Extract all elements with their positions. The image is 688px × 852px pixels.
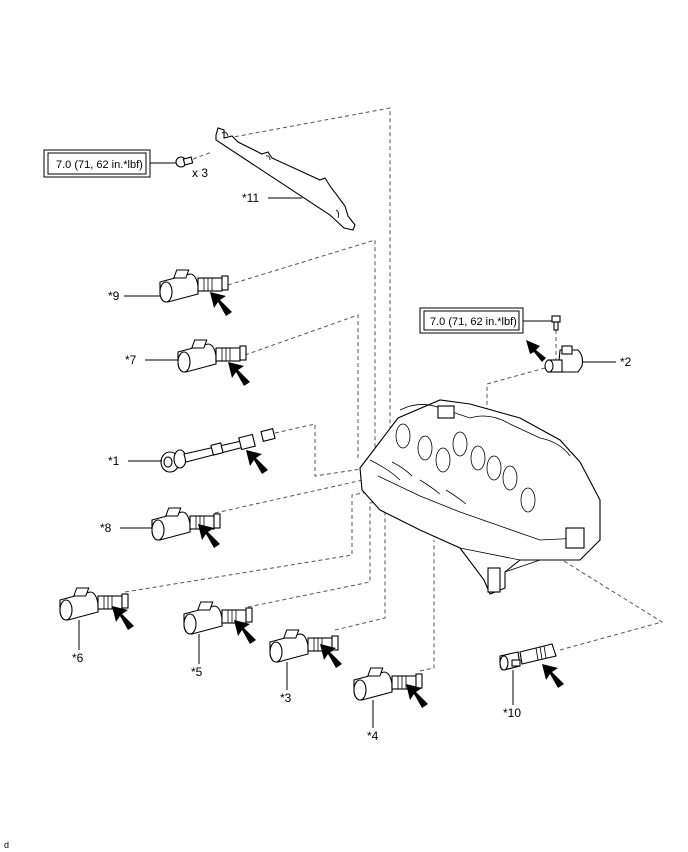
guide-line-part-7 — [244, 314, 359, 458]
callout-part-10: *10 — [503, 706, 521, 720]
callout-part-2: *2 — [620, 355, 632, 369]
solenoid-part-4 — [353, 667, 423, 701]
bracket-bolt-icon — [175, 151, 213, 168]
guide-line-part-6 — [124, 489, 381, 593]
insert-arrow-icon-2 — [526, 340, 546, 362]
insert-arrow-icon-6 — [112, 606, 134, 630]
insert-arrow-icon-7 — [228, 362, 250, 386]
torque-value-bracket: 7.0 (71, 62 in.*lbf) — [56, 159, 143, 171]
bracket-part-11 — [215, 127, 356, 231]
insert-arrow-icon-10 — [542, 664, 564, 688]
valve-body-assembly — [359, 399, 601, 595]
solenoid-2-bolt-icon — [551, 315, 561, 331]
solenoid-part-2 — [544, 345, 584, 373]
solenoid-part-3 — [269, 629, 339, 663]
guide-line-part-10 — [529, 539, 664, 651]
solenoid-part-6 — [59, 587, 129, 621]
callout-part-4: *4 — [367, 729, 379, 743]
guide-line-part-1 — [274, 423, 369, 477]
torque-spec-solenoid-2: 7.0 (71, 62 in.*lbf) — [419, 307, 552, 334]
insert-arrow-icon-3 — [320, 644, 342, 668]
guide-line-part-5 — [247, 497, 393, 608]
insert-arrow-icon-5 — [234, 620, 256, 644]
callout-part-8: *8 — [100, 521, 112, 535]
solenoid-part-5 — [183, 601, 253, 635]
callout-part-3: *3 — [280, 691, 292, 705]
assembly-guide-lines — [124, 107, 664, 672]
callout-part-11: *11 — [242, 191, 259, 205]
valve-part-1 — [160, 428, 276, 473]
callout-part-5: *5 — [191, 665, 203, 679]
bolt-quantity: x 3 — [192, 166, 208, 180]
guide-line-part-8 — [214, 477, 373, 514]
callout-part-6: *6 — [72, 651, 84, 665]
guide-line-part-9 — [227, 239, 376, 448]
guide-line-part-4 — [419, 540, 435, 672]
guide-line-part-3 — [334, 507, 399, 631]
torque-spec-bracket: 7.0 (71, 62 in.*lbf) — [43, 149, 176, 178]
insert-arrow-icon-8 — [198, 524, 220, 548]
insert-arrow-icon-4 — [406, 684, 428, 708]
solenoid-part-10 — [499, 643, 557, 671]
torque-value-solenoid-2: 7.0 (71, 62 in.*lbf) — [430, 316, 517, 328]
figure-code: d — [4, 840, 9, 850]
callout-part-1: *1 — [108, 454, 120, 468]
callout-part-7: *7 — [125, 353, 137, 367]
solenoid-part-7 — [177, 339, 247, 373]
insert-arrow-icon-1 — [246, 450, 268, 474]
solenoid-part-9 — [159, 269, 229, 303]
insert-arrow-icon-9 — [210, 292, 232, 316]
guide-line-part-2 — [486, 367, 546, 410]
callout-part-9: *9 — [108, 289, 120, 303]
